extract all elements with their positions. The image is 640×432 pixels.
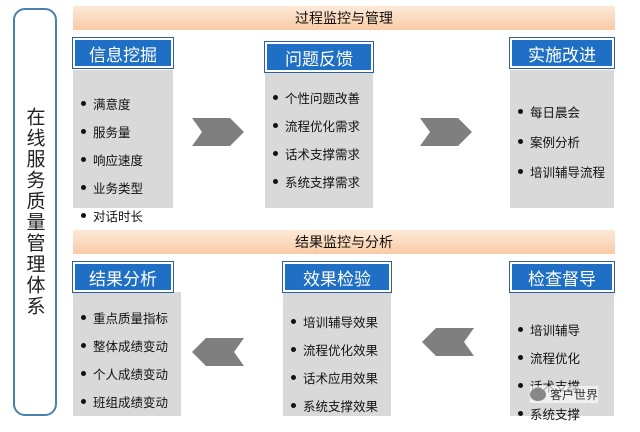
bullet-icon: [81, 129, 86, 134]
effect-check-title: 效果检验: [283, 262, 391, 292]
analysis-panel: 重点质量指标 整体成绩变动 个人成绩变动 班组成绩变动: [73, 292, 181, 416]
bullet-icon: [518, 383, 523, 388]
analysis-title: 结果分析: [73, 262, 173, 292]
list-item: 培训辅导效果: [291, 312, 378, 331]
feedback-list: 个性问题改善 流程优化需求 话术支撑需求 系统支撑需求: [273, 88, 360, 200]
list-item: 个人成绩变动: [81, 364, 168, 383]
bullet-icon: [518, 327, 523, 332]
bullet-icon: [291, 347, 296, 352]
info-mining-list: 满意度 服务量 响应速度 业务类型 对话时长: [81, 94, 143, 234]
list-item: 流程优化: [518, 348, 580, 367]
bullet-icon: [81, 315, 86, 320]
result-section-header: 结果监控与分析: [73, 230, 615, 254]
bullet-icon: [81, 213, 86, 218]
list-item: 系统支撑效果: [291, 396, 378, 415]
bullet-icon: [518, 411, 523, 416]
system-side-label: 在线服务质量管理体系: [13, 8, 57, 416]
bullet-icon: [81, 343, 86, 348]
info-mining-panel: 满意度 服务量 响应速度 业务类型 对话时长: [73, 70, 173, 224]
supervision-title: 检查督导: [510, 262, 614, 292]
supervision-list: 培训辅导 流程优化 话术支撑 系统支撑: [518, 320, 580, 432]
list-item: 话术支撑需求: [273, 144, 360, 163]
feedback-title: 问题反馈: [265, 42, 373, 72]
list-item: 系统支撑: [518, 404, 580, 423]
arrow-left-icon: [192, 338, 244, 366]
bullet-icon: [518, 109, 523, 114]
list-item: 班组成绩变动: [81, 392, 168, 411]
bullet-icon: [291, 375, 296, 380]
list-item: 话术应用效果: [291, 368, 378, 387]
list-item: 每日晨会: [518, 102, 605, 121]
bullet-icon: [518, 139, 523, 144]
bullet-icon: [291, 403, 296, 408]
bullet-icon: [81, 101, 86, 106]
arrow-right-icon: [192, 118, 244, 146]
bullet-icon: [81, 371, 86, 376]
system-title: 在线服务质量管理体系: [23, 107, 46, 317]
process-section-header: 过程监控与管理: [73, 6, 615, 30]
list-item: 培训辅导: [518, 320, 580, 339]
wechat-icon: [530, 388, 546, 401]
arrow-right-icon: [420, 118, 472, 146]
list-item: 流程优化效果: [291, 340, 378, 359]
feedback-panel: 个性问题改善 流程优化需求 话术支撑需求 系统支撑需求: [265, 70, 373, 208]
result-section-title: 结果监控与分析: [295, 235, 393, 251]
list-item: 培训辅导流程: [518, 162, 605, 181]
bullet-icon: [273, 151, 278, 156]
effect-check-panel: 培训辅导效果 流程优化效果 话术应用效果 系统支撑效果: [283, 292, 391, 416]
bullet-icon: [273, 95, 278, 100]
watermark-text: 客户世界: [550, 388, 599, 402]
arrow-left-icon: [422, 328, 474, 356]
bullet-icon: [291, 319, 296, 324]
implementation-panel: 每日晨会 案例分析 培训辅导流程: [510, 70, 614, 208]
implementation-list: 每日晨会 案例分析 培训辅导流程: [518, 102, 605, 192]
bullet-icon: [518, 169, 523, 174]
analysis-list: 重点质量指标 整体成绩变动 个人成绩变动 班组成绩变动: [81, 308, 168, 420]
list-item: 对话时长: [81, 206, 143, 225]
list-item: 重点质量指标: [81, 308, 168, 327]
list-item: 响应速度: [81, 150, 143, 169]
bullet-icon: [81, 185, 86, 190]
watermark: 客户世界: [530, 386, 599, 403]
bullet-icon: [273, 179, 278, 184]
bullet-icon: [273, 123, 278, 128]
list-item: 业务类型: [81, 178, 143, 197]
process-section-title: 过程监控与管理: [295, 11, 393, 27]
info-mining-title: 信息挖掘: [73, 38, 173, 68]
list-item: 系统支撑需求: [273, 172, 360, 191]
list-item: 案例分析: [518, 132, 605, 151]
list-item: 整体成绩变动: [81, 336, 168, 355]
list-item: 满意度: [81, 94, 143, 113]
list-item: 服务量: [81, 122, 143, 141]
bullet-icon: [81, 399, 86, 404]
bullet-icon: [518, 355, 523, 360]
effect-check-list: 培训辅导效果 流程优化效果 话术应用效果 系统支撑效果: [291, 312, 378, 424]
list-item: 个性问题改善: [273, 88, 360, 107]
list-item: 流程优化需求: [273, 116, 360, 135]
implementation-title: 实施改进: [510, 38, 614, 68]
bullet-icon: [81, 157, 86, 162]
